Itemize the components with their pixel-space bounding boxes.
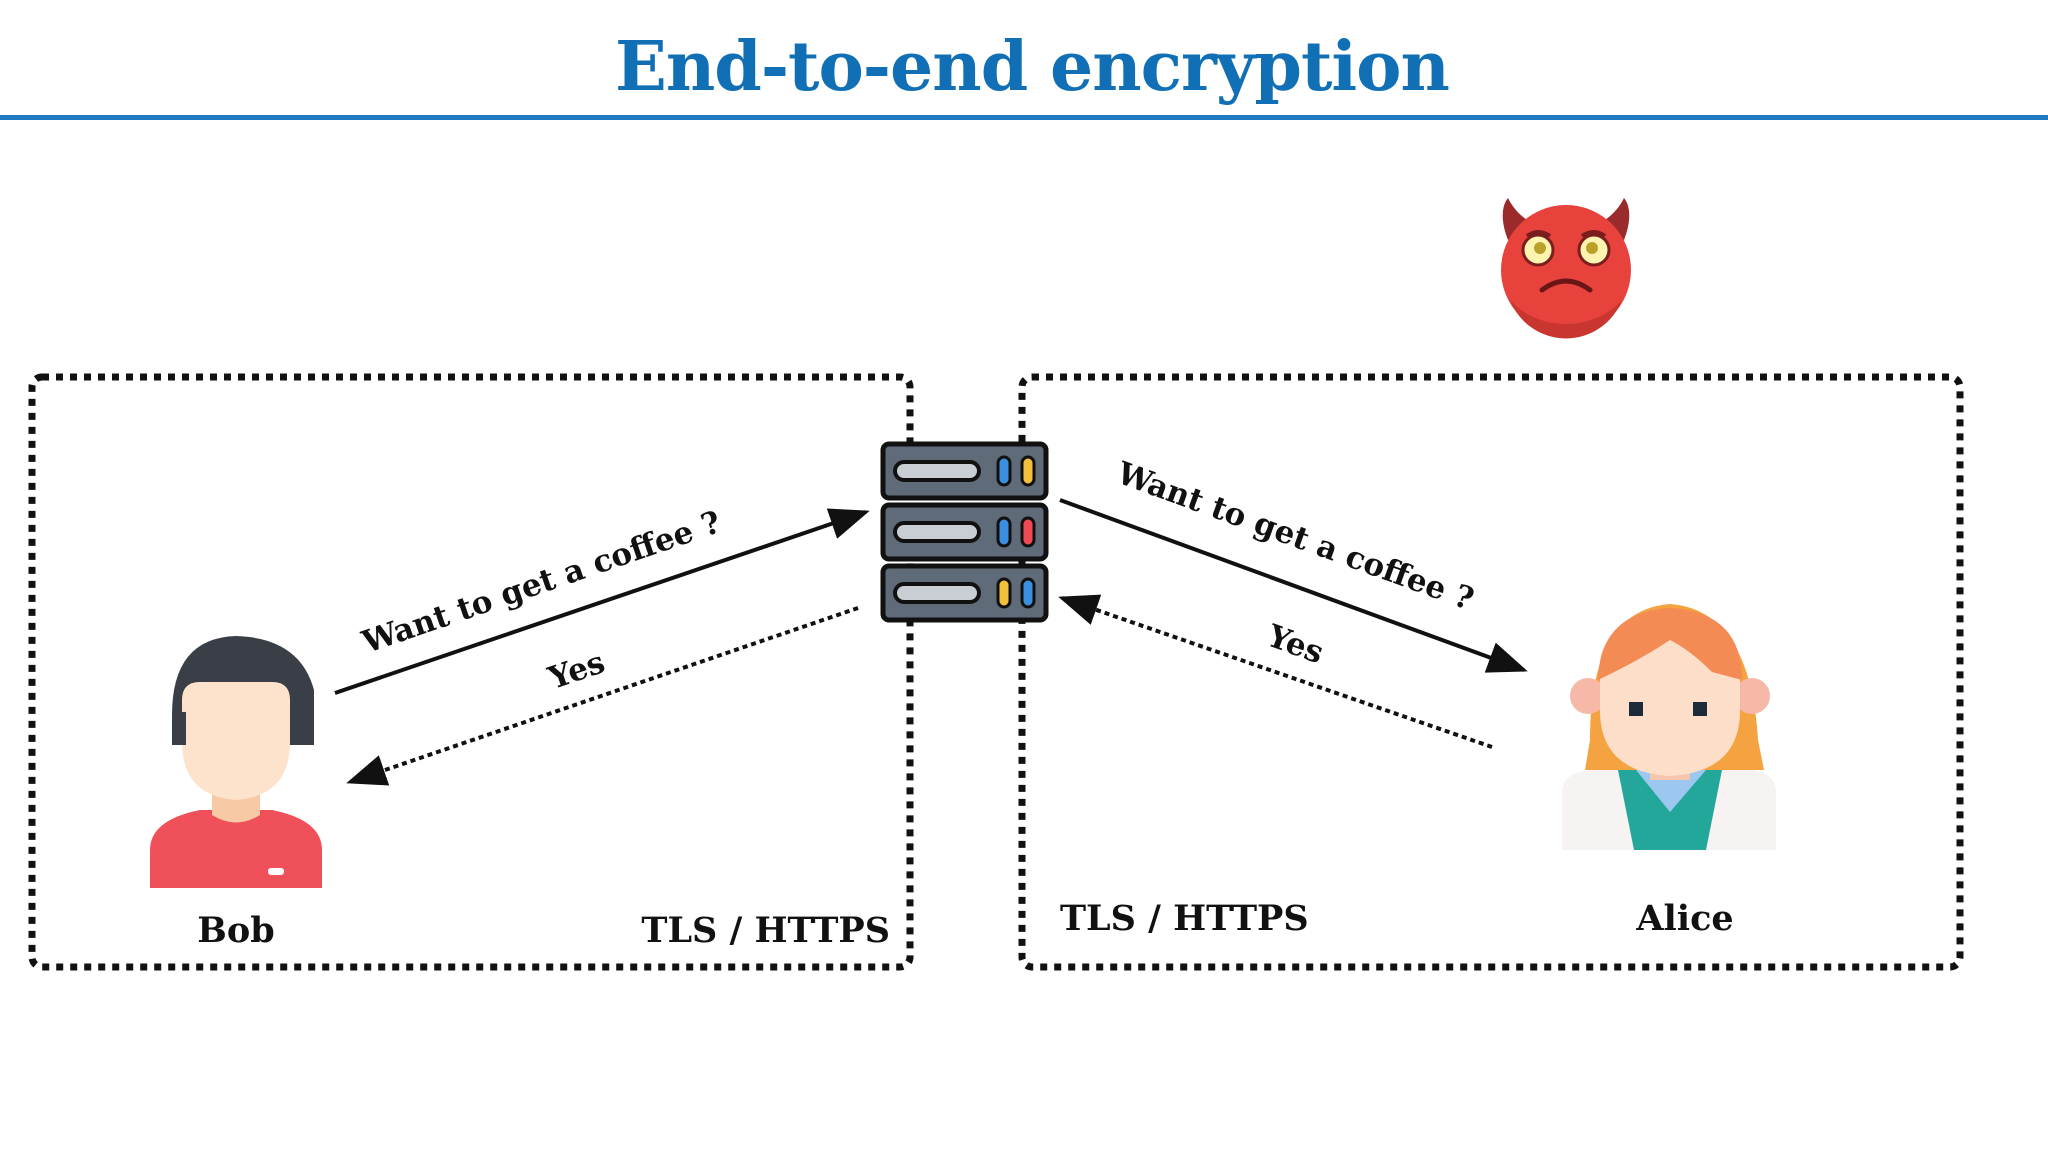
right-zone-label: TLS / HTTPS	[1060, 898, 1309, 939]
message-server-to-bob: Yes	[543, 644, 609, 697]
man-avatar-icon	[150, 636, 322, 888]
message-alice-to-server: Yes	[1262, 618, 1328, 672]
message-bob-to-server: Want to get a coffee ?	[357, 504, 726, 661]
left-zone-label: TLS / HTTPS	[641, 910, 890, 951]
title-divider	[0, 115, 2048, 120]
arrow-alice-to-server	[1058, 594, 1493, 749]
page-title: End-to-end encryption	[615, 27, 1450, 107]
devil-face-icon	[1501, 198, 1631, 339]
right-tls-zone	[1018, 373, 1964, 971]
bob-name: Bob	[197, 910, 274, 951]
message-server-to-alice: Want to get a coffee ?	[1111, 455, 1478, 618]
arrow-server-to-alice	[1059, 498, 1528, 673]
arrow-bob-to-server	[334, 508, 870, 695]
alice-name: Alice	[1635, 898, 1733, 939]
woman-avatar-icon	[1562, 604, 1776, 850]
server-rack-icon	[880, 441, 1049, 623]
